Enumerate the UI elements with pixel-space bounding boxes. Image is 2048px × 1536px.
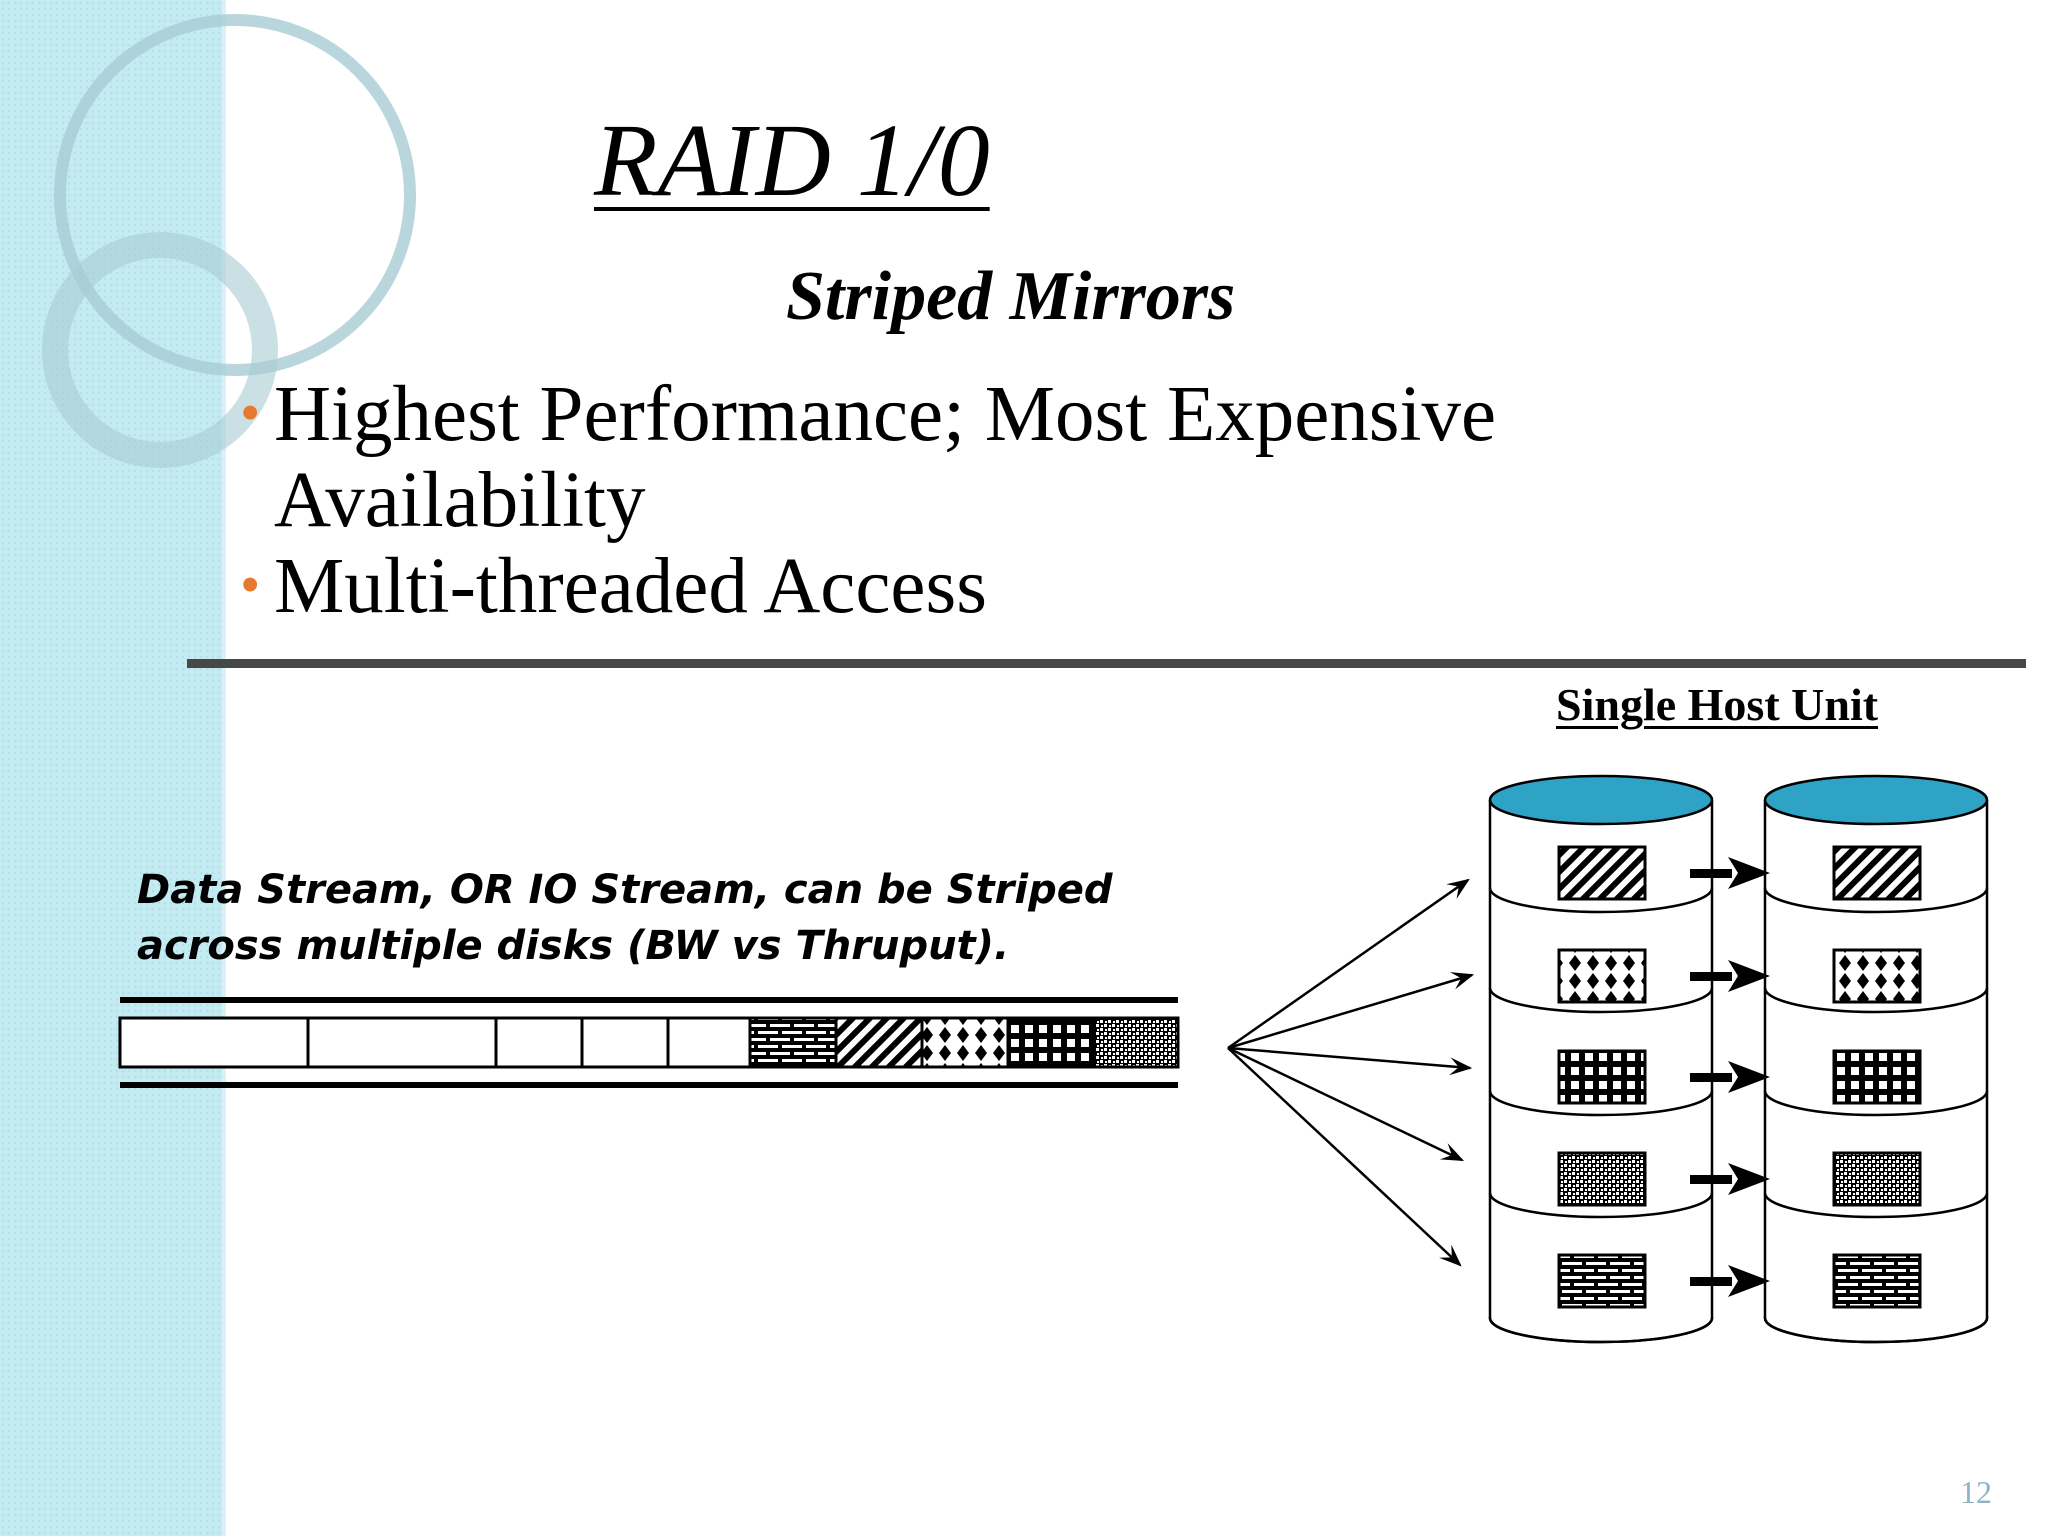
bullet-list: • Highest Performance; Most Expensive Av… <box>240 372 1496 630</box>
stripe-arrow <box>1227 878 1470 1050</box>
ring-small <box>42 232 278 468</box>
mirror-arrow <box>1690 1061 1770 1093</box>
disk-block-diagonal <box>1557 845 1647 901</box>
bullet-item: • Highest Performance; Most Expensive Av… <box>240 372 1496 544</box>
slide-title: RAID 1/0 <box>594 103 990 218</box>
stripe-arrow <box>1227 1046 1473 1076</box>
disk-segment-line <box>1763 987 1989 1014</box>
disk-stack <box>1763 774 1989 1344</box>
mirror-arrow-head <box>1728 1265 1770 1297</box>
disk-bottom-edge <box>1763 1317 1989 1344</box>
page-number: 12 <box>1960 1474 1992 1510</box>
disk-segment-line <box>1763 1192 1989 1219</box>
disk-bottom-edge <box>1488 1317 1714 1344</box>
mirror-arrow <box>1690 1163 1770 1195</box>
disk-segment-line <box>1763 887 1989 914</box>
disk-block-brick <box>1832 1253 1922 1309</box>
stripe-arrows <box>1227 878 1475 1267</box>
mirror-arrow-shaft <box>1690 1277 1732 1286</box>
stripe-arrow <box>1227 1047 1462 1267</box>
mirror-arrow <box>1690 857 1770 889</box>
section-divider <box>187 659 2026 668</box>
disk-stack <box>1488 774 1714 1344</box>
disk-pair <box>1488 774 1989 1344</box>
bullet-line: Availability <box>274 457 646 544</box>
disk-block-diamond <box>1832 948 1922 1004</box>
mirror-arrow-shaft <box>1690 1175 1732 1184</box>
stream-segment-grid <box>1006 1016 1096 1069</box>
disk-top <box>1763 774 1989 826</box>
stripe-arrow <box>1227 1046 1465 1162</box>
disk-block-diagonal <box>1832 845 1922 901</box>
bullet-dot-icon: • <box>240 552 261 617</box>
mirror-arrow-shaft <box>1690 869 1732 878</box>
sidebar-edge <box>222 0 226 1536</box>
bullet-line: Multi-threaded Access <box>274 543 987 630</box>
stream-segment-diamond <box>920 1016 1010 1069</box>
disk-top <box>1488 774 1714 826</box>
mirror-arrow-shaft <box>1690 972 1732 981</box>
slide-subtitle: Striped Mirrors <box>786 258 1236 335</box>
stream-segment-dots <box>1092 1016 1180 1069</box>
stream-segment-empty <box>118 1016 310 1069</box>
disk-segment-line <box>1488 1090 1714 1117</box>
disk-segment-line <box>1763 1090 1989 1117</box>
stream-segment-empty <box>580 1016 670 1069</box>
stream-segment-empty <box>494 1016 584 1069</box>
mirror-arrow-head <box>1728 1061 1770 1093</box>
disk-block-diamond <box>1557 948 1647 1004</box>
disk-segment-line <box>1488 887 1714 914</box>
mirror-arrow <box>1690 960 1770 992</box>
disk-segment-line <box>1488 987 1714 1014</box>
stream-segment-empty <box>666 1016 752 1069</box>
stripe-arrow <box>1227 972 1475 1050</box>
stream-segment-brick <box>748 1016 838 1069</box>
host-unit-label: Single Host Unit <box>1556 679 1879 730</box>
stream-segment-empty <box>306 1016 498 1069</box>
disk-block-dots <box>1832 1151 1922 1207</box>
disk-segment-line <box>1488 1192 1714 1219</box>
disk-block-grid <box>1832 1049 1922 1105</box>
mirror-arrow-head <box>1728 857 1770 889</box>
mirror-arrow-head <box>1728 1163 1770 1195</box>
stream-segment-diagonal <box>834 1016 924 1069</box>
disk-block-grid <box>1557 1049 1647 1105</box>
mirror-arrow-head <box>1728 960 1770 992</box>
data-stream-bar <box>118 997 1180 1088</box>
bullet-dot-icon: • <box>240 380 261 445</box>
disk-block-brick <box>1557 1253 1647 1309</box>
stream-note-line: Data Stream, OR IO Stream, can be Stripe… <box>137 867 1113 913</box>
stream-note-line: across multiple disks (BW vs Thruput). <box>137 923 1010 969</box>
mirror-arrow-shaft <box>1690 1073 1732 1082</box>
bullet-item: • Multi-threaded Access <box>240 544 1496 630</box>
bullet-line: Highest Performance; Most Expensive <box>274 371 1497 458</box>
disk-block-dots <box>1557 1151 1647 1207</box>
stream-note: Data Stream, OR IO Stream, can be Stripe… <box>137 862 1157 974</box>
mirror-arrow <box>1690 1265 1770 1297</box>
ring-large <box>54 14 416 376</box>
